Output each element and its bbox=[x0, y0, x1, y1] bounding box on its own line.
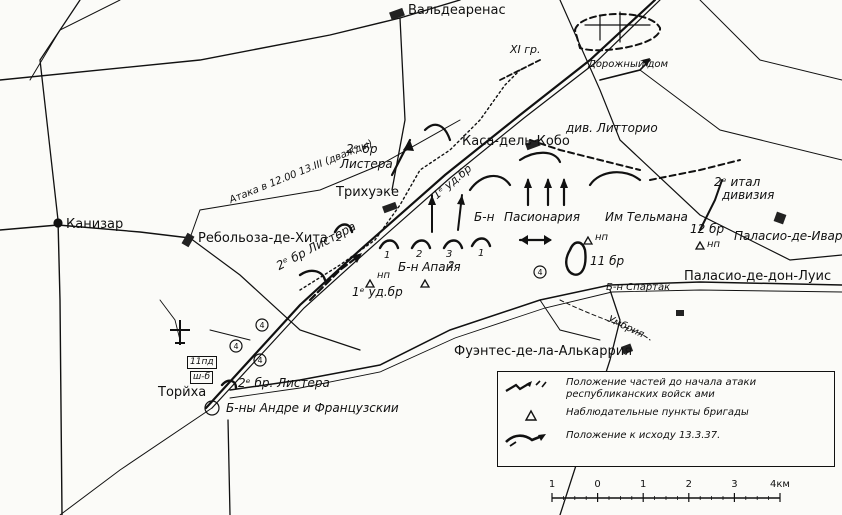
scale-tick-label: 2 bbox=[685, 479, 692, 490]
scale-tick-label: 1 bbox=[640, 479, 647, 490]
label-lister-brigade-upper: 2ᵉ бр bbox=[346, 142, 378, 156]
label-num-2b: 2 bbox=[448, 260, 455, 271]
front-line bbox=[299, 69, 521, 291]
legend-observation-text: Наблюдательные пункты бригады bbox=[566, 407, 749, 418]
label-num-2a: 2 bbox=[416, 249, 423, 260]
svg-text:4: 4 bbox=[233, 342, 238, 351]
scale-tick-label: 4км bbox=[770, 479, 790, 490]
label-valdearenas: Вальдеаренас bbox=[408, 3, 506, 18]
label-torija: Торйха bbox=[158, 385, 207, 400]
legend-row-before-attack: Положение частей до начала атаки республ… bbox=[502, 377, 826, 401]
label-np-mid: нп bbox=[595, 232, 609, 243]
label-rebolyosa: Ребольоза-де-Хита bbox=[198, 231, 328, 246]
label-telman: Им Тельмана bbox=[605, 210, 688, 224]
scale-bar-graphic bbox=[551, 493, 781, 502]
badge-shb: ш-б bbox=[190, 371, 214, 384]
map-legend: Положение частей до начала атаки республ… bbox=[497, 371, 835, 467]
label-np-right: нп bbox=[707, 239, 721, 250]
label-12th-brigade: 12 бр bbox=[690, 222, 725, 236]
svg-text:4: 4 bbox=[257, 356, 262, 365]
label-spartak: Б-н Спартак bbox=[606, 282, 671, 293]
label-dorozhny-dom: Дорожный дом bbox=[588, 59, 669, 70]
label-kanizar: Канизар bbox=[66, 217, 124, 232]
label-bn-apaya: Б-н Апайя bbox=[398, 260, 461, 274]
label-num-2c: 2 bbox=[336, 233, 343, 244]
scale-bar: 1 0 1 2 3 4км bbox=[548, 479, 828, 510]
label-1st-shock-lower: 1ᵉ уд.бр bbox=[352, 285, 403, 299]
label-num-1: 1 bbox=[384, 250, 391, 261]
svg-text:4: 4 bbox=[259, 321, 264, 330]
legend-before-attack-symbol bbox=[505, 380, 547, 392]
attack-line-road bbox=[189, 119, 461, 239]
label-2nd-italian: 2ᵉ итал bbox=[714, 175, 761, 189]
legend-row-start-position: Положение к исходу 13.3.37. bbox=[502, 430, 826, 450]
scale-tick-label: 3 bbox=[731, 479, 738, 490]
legend-observation-symbol bbox=[524, 409, 538, 421]
label-kasa-del-kobo: Каса-дель-Кобо bbox=[462, 134, 570, 149]
scale-tick-label: 0 bbox=[594, 479, 601, 490]
label-num-3: 3 bbox=[446, 249, 453, 260]
legend-start-position-symbol bbox=[505, 434, 546, 447]
label-palasio-luis: Паласио-де-дон-Луис bbox=[684, 269, 832, 284]
br11-loop bbox=[565, 241, 587, 276]
road-kanizar bbox=[57, 219, 63, 515]
scale-tick-label: 1 bbox=[548, 479, 556, 490]
legend-start-position-text: Положение к исходу 13.3.37. bbox=[566, 430, 721, 441]
label-littorio: див. Литторио bbox=[566, 121, 658, 135]
road-north bbox=[0, 0, 461, 81]
label-division: дивизия bbox=[722, 188, 775, 202]
label-lister-bottom: 2ᵉ бр. Листера bbox=[238, 376, 330, 390]
label-bn: Б-н bbox=[474, 210, 495, 224]
label-num-1b: 1 bbox=[478, 248, 485, 259]
svg-text:4: 4 bbox=[537, 268, 542, 277]
road-palasio bbox=[229, 281, 842, 391]
label-np-left: нп bbox=[377, 270, 391, 281]
objective-ring bbox=[573, 12, 661, 52]
legend-before-attack-text: Положение частей до начала атаки республ… bbox=[566, 377, 757, 400]
label-andre-french: Б-ны Андре и Французскии bbox=[226, 401, 399, 415]
label-11th-brigade: 11 бр bbox=[590, 254, 625, 268]
np-markers bbox=[364, 235, 706, 288]
legend-row-observation: Наблюдательные пункты бригады bbox=[502, 407, 826, 427]
main-road bbox=[204, 0, 657, 410]
label-pasionaria: Пасионария bbox=[504, 210, 580, 224]
label-fuentes: Фуэнтес-де-ла-Алькаррия bbox=[454, 344, 633, 359]
label-lister-upper: Листера bbox=[340, 157, 393, 171]
badge-11pd: 11пд bbox=[187, 356, 217, 369]
label-trihueke: Трихуэке bbox=[336, 185, 400, 200]
label-xi-group: XI гр. bbox=[510, 43, 541, 56]
label-palasio-ivarra: Паласио-де-Иварра bbox=[734, 229, 842, 243]
